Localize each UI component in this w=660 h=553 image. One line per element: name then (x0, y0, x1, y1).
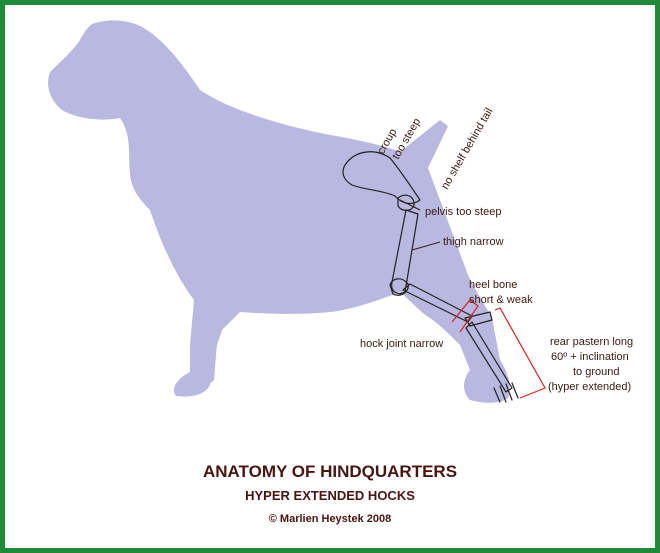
label-pastern-4: (hyper extended) (548, 381, 631, 393)
measure-brackets (451, 299, 546, 399)
label-heel-short: short & weak (469, 294, 533, 306)
foot-bones (493, 382, 519, 403)
diagram-subtitle: HYPER EXTENDED HOCKS (245, 488, 415, 503)
label-pastern-2: 60º + inclination (551, 351, 629, 363)
dog-silhouette (48, 20, 510, 403)
thigh-leader (411, 241, 441, 251)
pastern-bracket (494, 307, 546, 399)
skeleton (342, 151, 519, 403)
far-front-leg (195, 300, 218, 388)
label-hock-joint: hock joint narrow (360, 338, 443, 350)
diagram-credit: © Marlien Heystek 2008 (269, 513, 391, 525)
hip-joint (397, 194, 415, 211)
diagram-title: ANATOMY OF HINDQUARTERS (203, 462, 457, 481)
leader-lines (399, 199, 441, 251)
label-no-shelf: no shelf behind tail (439, 106, 495, 191)
metatarsal (465, 321, 513, 393)
pelvis-leader (399, 199, 421, 211)
heel-bone (464, 311, 493, 327)
label-pelvis: pelvis too steep (425, 206, 501, 218)
hock-bracket (451, 299, 479, 333)
label-pastern-1: rear pastern long (550, 336, 633, 348)
label-thigh: thigh narrow (443, 236, 504, 248)
label-pastern-3: to ground (573, 366, 619, 378)
knee (389, 278, 409, 296)
label-heel-bone: heel bone (469, 279, 517, 291)
